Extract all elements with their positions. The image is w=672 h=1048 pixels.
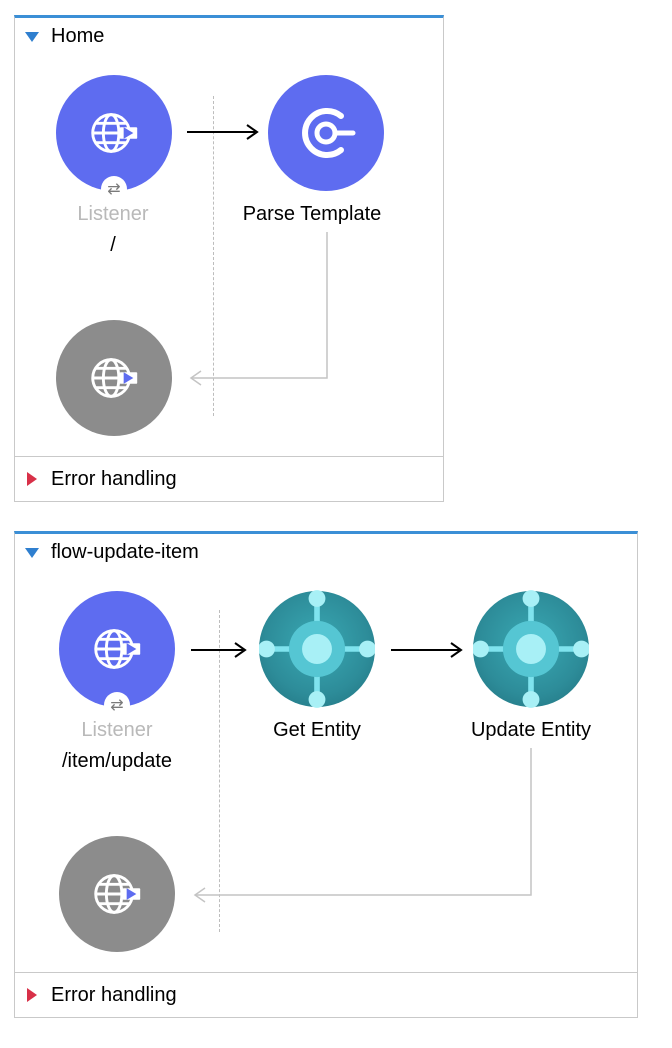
globe-arrow-icon [88,865,146,923]
business-central-icon [259,590,375,708]
listener-label: Listener [77,203,149,225]
parse-template-node[interactable] [268,75,384,191]
get-entity-node[interactable] [259,590,375,708]
error-handling-bar[interactable]: Error handling [15,972,637,1017]
update-entity-node[interactable] [473,590,589,708]
collapse-triangle-icon[interactable] [25,548,39,558]
flow-divider [213,96,214,416]
business-central-icon [473,590,589,708]
response-node[interactable] [56,320,172,436]
flow-update-item: flow-update-item ⇄ Listener /item/update… [14,531,638,1018]
get-entity-label: Get Entity [273,719,361,741]
globe-arrow-icon [85,104,143,162]
response-node[interactable] [59,836,175,952]
flow-divider [219,610,220,932]
expand-triangle-icon[interactable] [27,988,37,1002]
error-handling-bar[interactable]: Error handling [15,456,443,501]
expand-triangle-icon[interactable] [27,472,37,486]
listener-node[interactable] [56,75,172,191]
listener-path: /item/update [61,750,173,772]
flow-title: Home [51,24,105,47]
globe-arrow-icon [88,620,146,678]
flow-header[interactable]: flow-update-item [15,534,199,570]
error-handling-label: Error handling [51,467,177,490]
globe-arrow-icon [85,349,143,407]
flow-header[interactable]: Home [15,18,104,54]
bidirectional-badge-icon: ⇄ [104,692,130,718]
error-handling-label: Error handling [51,983,177,1006]
flow-title: flow-update-item [51,540,199,563]
collapse-triangle-icon[interactable] [25,32,39,42]
listener-node[interactable] [59,591,175,707]
parse-template-icon [302,108,356,158]
update-entity-label: Update Entity [470,719,592,741]
listener-path: / [110,234,116,256]
bidirectional-badge-icon: ⇄ [101,176,127,202]
flow-home: Home ⇄ Listener / Parse Template Error h… [14,15,444,502]
parse-template-label: Parse Template [242,203,382,225]
listener-label: Listener [81,719,153,741]
